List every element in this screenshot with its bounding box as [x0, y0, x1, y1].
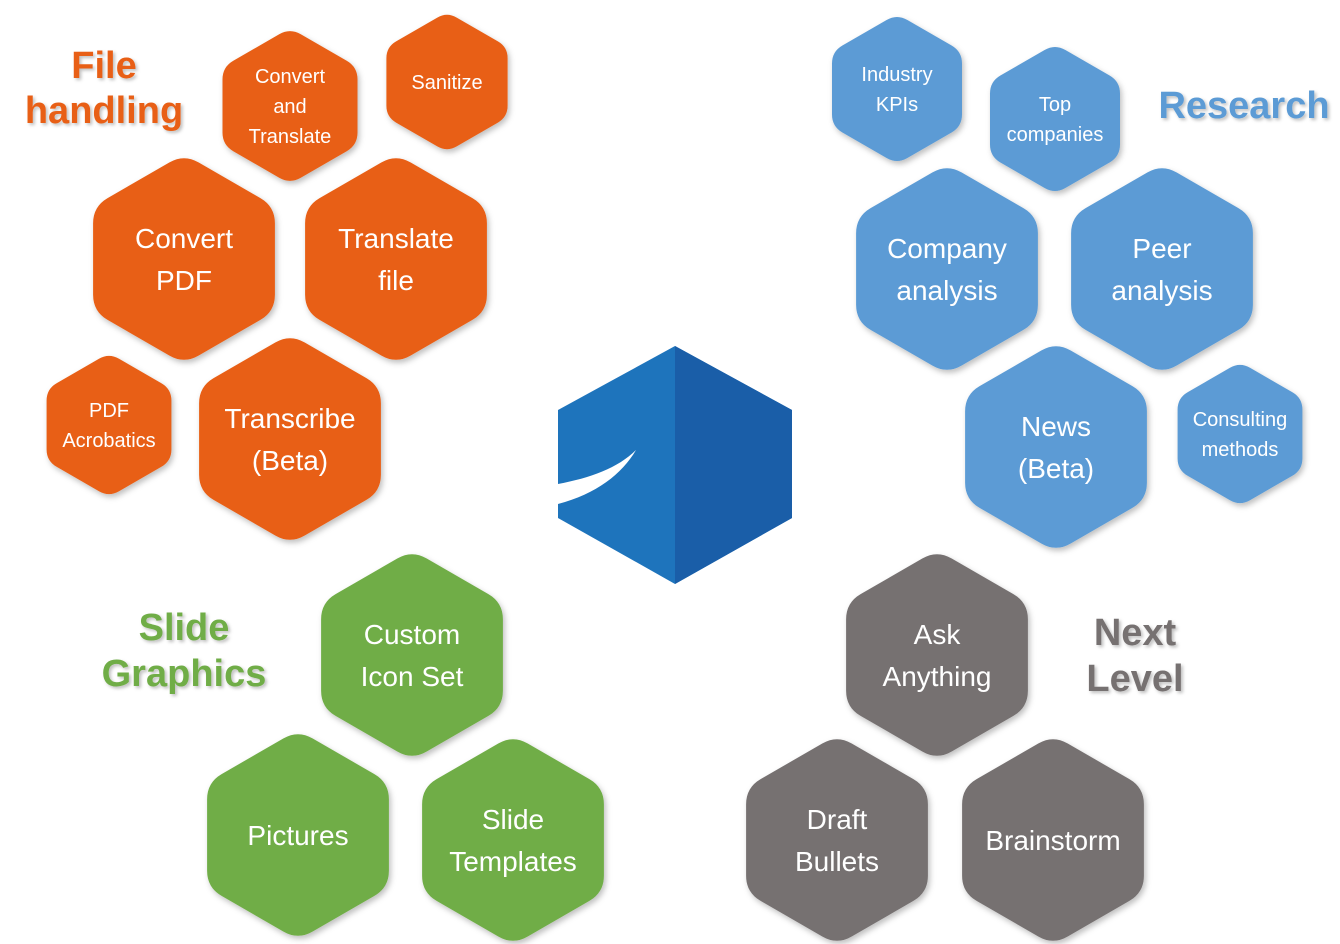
hex-label-line: Peer — [1132, 233, 1191, 264]
swoosh-logo-icon — [558, 346, 792, 584]
hexagon-shape[interactable] — [846, 554, 1028, 756]
group-heading-next-level: Level — [1086, 658, 1183, 700]
hex-label-line: companies — [1007, 124, 1104, 146]
hex-label-line: Anything — [883, 661, 992, 692]
hex-button-brainstorm[interactable]: Brainstorm — [962, 739, 1144, 941]
hexagon-shape[interactable] — [1177, 364, 1303, 504]
hex-label-line: News — [1021, 411, 1091, 442]
hex-label-line: KPIs — [876, 94, 918, 116]
hex-label-line: Draft — [807, 804, 868, 835]
hex-button-consulting-methods[interactable]: Consulting methods — [1177, 364, 1303, 504]
hex-button-top-companies[interactable]: Top companies — [990, 47, 1120, 191]
hex-label-line: Acrobatics — [62, 430, 155, 452]
group-heading-research: Research — [1158, 85, 1329, 127]
hex-label-line: Translate — [338, 223, 454, 254]
hex-label-line: methods — [1202, 439, 1279, 461]
hexagon-shape[interactable] — [207, 734, 389, 936]
hexagon-shape[interactable] — [93, 158, 275, 360]
hex-label-line: PDF — [156, 265, 212, 296]
hexagon-shape[interactable] — [305, 158, 487, 360]
hex-label-line: Pictures — [247, 820, 348, 851]
group-heading-slide-graphics: Slide — [139, 607, 230, 649]
hex-label-line: Bullets — [795, 846, 879, 877]
hex-label-line: Convert — [135, 223, 233, 254]
hexagon-shape[interactable] — [990, 47, 1120, 191]
hex-label-line: and — [273, 96, 306, 118]
hex-button-pdf-acrobatics[interactable]: PDF Acrobatics — [46, 355, 172, 495]
hex-button-transcribe-beta[interactable]: Transcribe (Beta) — [199, 338, 381, 540]
group-heading-file-handling: handling — [25, 90, 183, 132]
hex-label-line: Company — [887, 233, 1007, 264]
group-heading-file-handling: File — [71, 45, 136, 87]
hex-label-line: (Beta) — [1018, 453, 1094, 484]
hex-label-line: Ask — [914, 619, 962, 650]
hex-label-line: Translate — [249, 126, 332, 148]
hexagon-shape[interactable] — [321, 554, 503, 756]
hex-label-line: Industry — [861, 64, 932, 86]
hex-label-line: (Beta) — [252, 445, 328, 476]
hex-label-line: PDF — [89, 400, 129, 422]
hex-button-pictures[interactable]: Pictures — [207, 734, 389, 936]
hexagon-shape[interactable] — [962, 739, 1144, 941]
hexagon-shape[interactable] — [222, 31, 358, 181]
hex-button-translate-file[interactable]: Translate file — [305, 158, 487, 360]
hex-button-sanitize[interactable]: Sanitize — [386, 14, 508, 150]
hex-label-line: Transcribe — [224, 403, 355, 434]
hex-label-line: analysis — [896, 275, 997, 306]
hex-label-line: Consulting — [1193, 409, 1288, 431]
hexagon-shape[interactable] — [832, 17, 962, 161]
hex-label-line: Top — [1039, 94, 1071, 116]
hex-label-line: Sanitize — [411, 72, 482, 94]
hex-label-line: Custom — [364, 619, 460, 650]
hex-label-line: Templates — [449, 846, 577, 877]
hex-label-line: file — [378, 265, 414, 296]
hex-label-line: Icon Set — [361, 661, 464, 692]
hexagon-shape[interactable] — [386, 14, 508, 150]
hex-label-line: Slide — [482, 804, 544, 835]
hexagon-shape[interactable] — [199, 338, 381, 540]
hex-label-line: analysis — [1111, 275, 1212, 306]
hexagon-shape[interactable] — [422, 739, 604, 941]
hexagon-shape[interactable] — [46, 355, 172, 495]
hex-label-line: Brainstorm — [985, 825, 1120, 856]
hexagon-shape[interactable] — [856, 168, 1038, 370]
group-heading-next-level: Next — [1094, 612, 1177, 654]
hex-button-company-analysis[interactable]: Company analysis — [856, 168, 1038, 370]
hex-button-news-beta[interactable]: News (Beta) — [965, 346, 1147, 548]
hex-label-line: Convert — [255, 66, 325, 88]
hexagon-shape[interactable] — [1071, 168, 1253, 370]
group-heading-slide-graphics: Graphics — [102, 653, 267, 695]
hexagon-shape[interactable] — [746, 739, 928, 941]
hex-button-peer-analysis[interactable]: Peer analysis — [1071, 168, 1253, 370]
hexagon-shape[interactable] — [965, 346, 1147, 548]
